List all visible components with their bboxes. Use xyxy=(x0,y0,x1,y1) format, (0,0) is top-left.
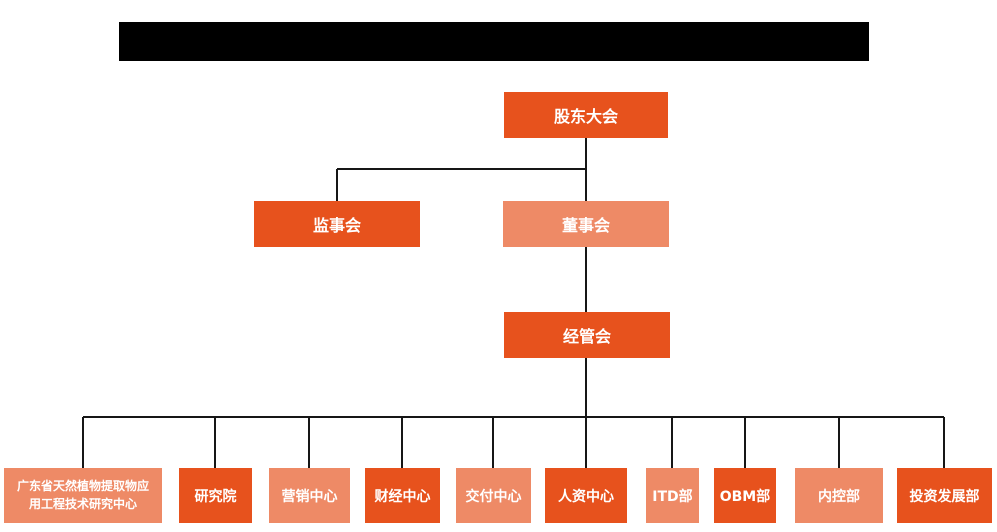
org-node-shareholders-label: 股东大会 xyxy=(553,107,618,126)
org-node-investment-dev-dept-label: 投资发展部 xyxy=(909,488,980,505)
org-node-gd-research-center: 广东省天然植物提取物应用工程技术研究中心 xyxy=(4,468,162,523)
org-node-hr-center: 人资中心 xyxy=(545,468,627,523)
org-node-research-institute-label: 研究院 xyxy=(194,488,237,505)
org-node-management-committee-label: 经管会 xyxy=(562,327,611,346)
org-node-obm-dept-label: OBM部 xyxy=(719,488,771,505)
org-node-board-of-directors: 董事会 xyxy=(503,201,669,247)
org-node-shareholders: 股东大会 xyxy=(504,92,668,138)
org-node-marketing-center: 营销中心 xyxy=(269,468,350,523)
org-node-supervisory-board-label: 监事会 xyxy=(312,216,361,235)
org-node-research-institute: 研究院 xyxy=(179,468,252,523)
org-node-finance-center-label: 财经中心 xyxy=(374,488,431,505)
org-node-investment-dev-dept: 投资发展部 xyxy=(897,468,992,523)
org-node-obm-dept: OBM部 xyxy=(714,468,776,523)
org-node-delivery-center: 交付中心 xyxy=(456,468,531,523)
org-node-hr-center-label: 人资中心 xyxy=(558,488,614,505)
org-node-finance-center: 财经中心 xyxy=(365,468,440,523)
org-node-management-committee: 经管会 xyxy=(504,312,670,358)
org-node-internal-control-dept: 内控部 xyxy=(795,468,883,523)
org-node-itd-dept-label: ITD部 xyxy=(652,488,693,505)
org-node-internal-control-dept-label: 内控部 xyxy=(818,488,860,505)
org-node-marketing-center-label: 营销中心 xyxy=(281,488,338,505)
org-node-supervisory-board: 监事会 xyxy=(254,201,420,247)
org-node-itd-dept: ITD部 xyxy=(646,468,699,523)
redacted-title-bar xyxy=(119,22,869,61)
org-node-delivery-center-label: 交付中心 xyxy=(465,488,522,505)
org-node-gd-research-center-label: 广东省天然植物提取物应用工程技术研究中心 xyxy=(16,479,149,511)
org-node-board-of-directors-label: 董事会 xyxy=(561,216,610,235)
